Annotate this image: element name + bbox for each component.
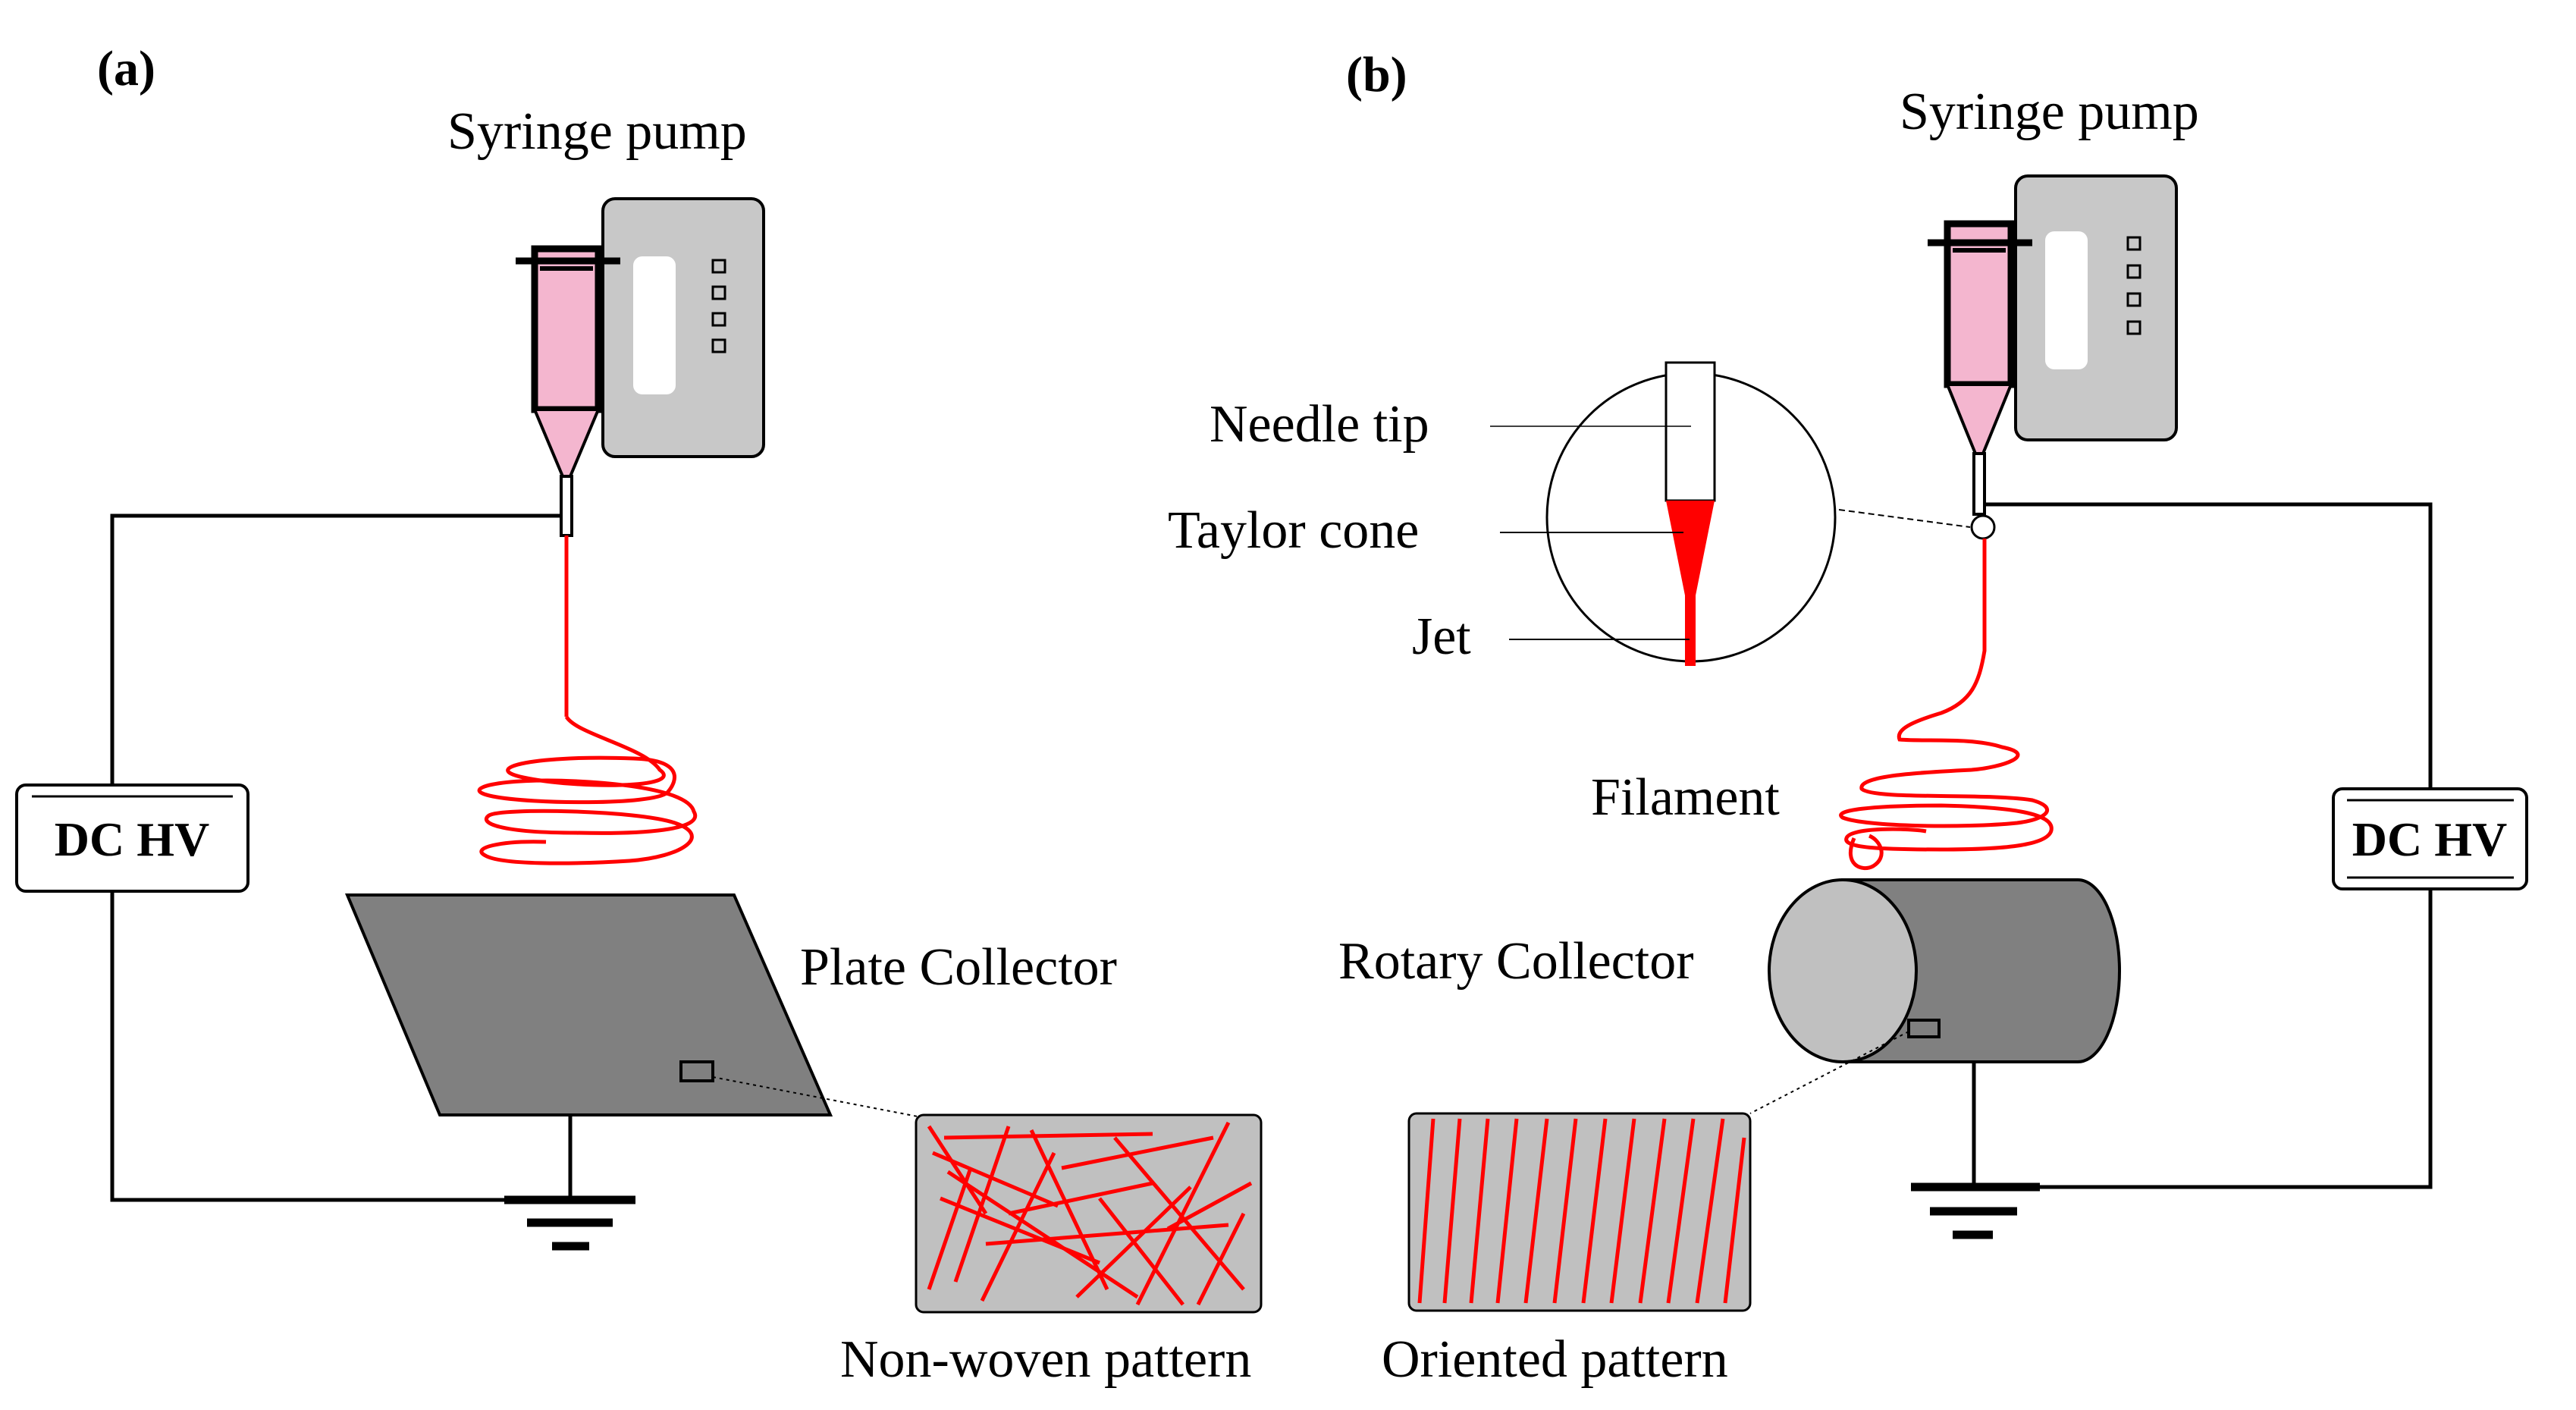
panel-b-wire	[1985, 502, 2433, 1189]
panel-b: (b) Syringe pump DC HV	[1168, 47, 2528, 1389]
panel-b-fiber-jet	[1839, 539, 2054, 871]
panel-b-zoom-indicator	[1838, 509, 1996, 540]
panel-b-zoom-line	[1749, 1031, 1909, 1114]
panel-b-rotary-collector	[1768, 878, 2121, 1063]
panel-a-wire-path	[110, 513, 561, 1202]
panel-b-jet-label: Jet	[1412, 608, 1471, 666]
panel-b-taylor-cone-label: Taylor cone	[1168, 501, 1419, 560]
panel-b-dc-hv-label: DC HV	[2352, 812, 2507, 866]
panel-b-syringe	[1928, 220, 2032, 516]
panel-b-collector-label: Rotary Collector	[1338, 932, 1694, 991]
panel-b-dc-hv-box: DC HV	[2332, 787, 2528, 890]
panel-a-fiber-jet	[477, 535, 698, 865]
panel-b-oriented-pattern	[1407, 1112, 1752, 1312]
panel-b-pattern-label: Oriented pattern	[1382, 1330, 1728, 1389]
panel-a-pattern-label: Non-woven pattern	[840, 1330, 1251, 1389]
panel-b-needle-tip-label: Needle tip	[1210, 395, 1429, 454]
panel-a-plate-collector	[344, 893, 833, 1116]
panel-a-zoom-line	[712, 1076, 918, 1117]
panel-a-wire	[110, 513, 561, 785]
panel-b-syringe-pump-label: Syringe pump	[1900, 83, 2199, 141]
panel-a-nonwoven-pattern	[915, 1113, 1263, 1314]
panel-b-filament-label: Filament	[1591, 768, 1780, 827]
panel-b-syringe-pump	[2014, 174, 2178, 441]
panel-a-dc-hv-box: DC HV	[15, 784, 249, 893]
panel-b-magnified-view	[1490, 361, 1837, 666]
panel-a-syringe-pump-label: Syringe pump	[447, 102, 747, 161]
panel-a-syringe-pump	[601, 197, 765, 458]
panel-a: (a) Syringe pump DC HV	[15, 41, 1263, 1389]
panel-b-label: (b)	[1346, 47, 1407, 102]
panel-a-syringe	[516, 245, 620, 537]
panel-a-dc-hv-label: DC HV	[55, 812, 209, 866]
panel-a-ground-icon	[504, 1115, 635, 1251]
panel-b-ground-icon	[1911, 1062, 2040, 1239]
panel-a-collector-label: Plate Collector	[800, 938, 1117, 997]
panel-a-label: (a)	[97, 41, 155, 96]
